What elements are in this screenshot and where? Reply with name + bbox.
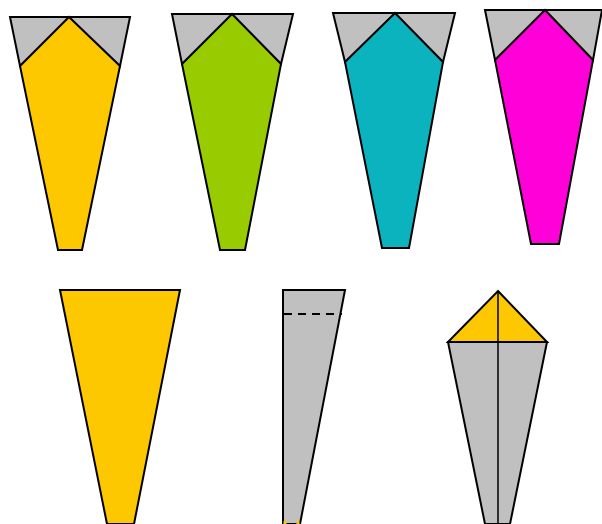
kite-body [20,17,120,250]
step-2-gray-strip-with-dashed-fold [283,290,345,524]
step-1-yellow-trapezoid [60,290,180,524]
kite-body [182,14,281,250]
step-3-gray-kite-with-yellow-cap [448,291,547,524]
kite-body [495,10,593,244]
gray-strip [283,290,345,524]
green-folded-kite [172,14,293,250]
yellow-folded-kite [10,17,130,250]
magenta-folded-kite [485,10,602,244]
teal-folded-kite [333,13,455,248]
kite-body [345,13,443,248]
trapezoid [60,290,180,524]
